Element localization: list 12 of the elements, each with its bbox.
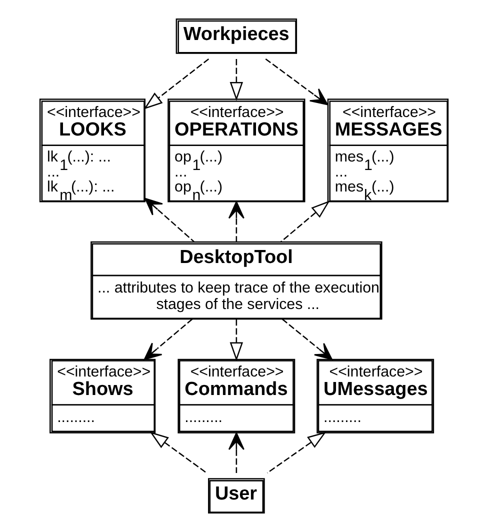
arrow — [265, 58, 328, 106]
arrow — [282, 318, 332, 360]
arrow — [144, 58, 210, 110]
arrow — [280, 200, 330, 242]
arrow — [230, 58, 244, 101]
arrow — [228, 432, 244, 474]
arrow — [228, 201, 244, 242]
arrow — [230, 319, 244, 362]
arrow — [144, 198, 194, 242]
arrow — [150, 432, 207, 474]
arrow — [144, 318, 193, 360]
arrow — [266, 432, 326, 474]
